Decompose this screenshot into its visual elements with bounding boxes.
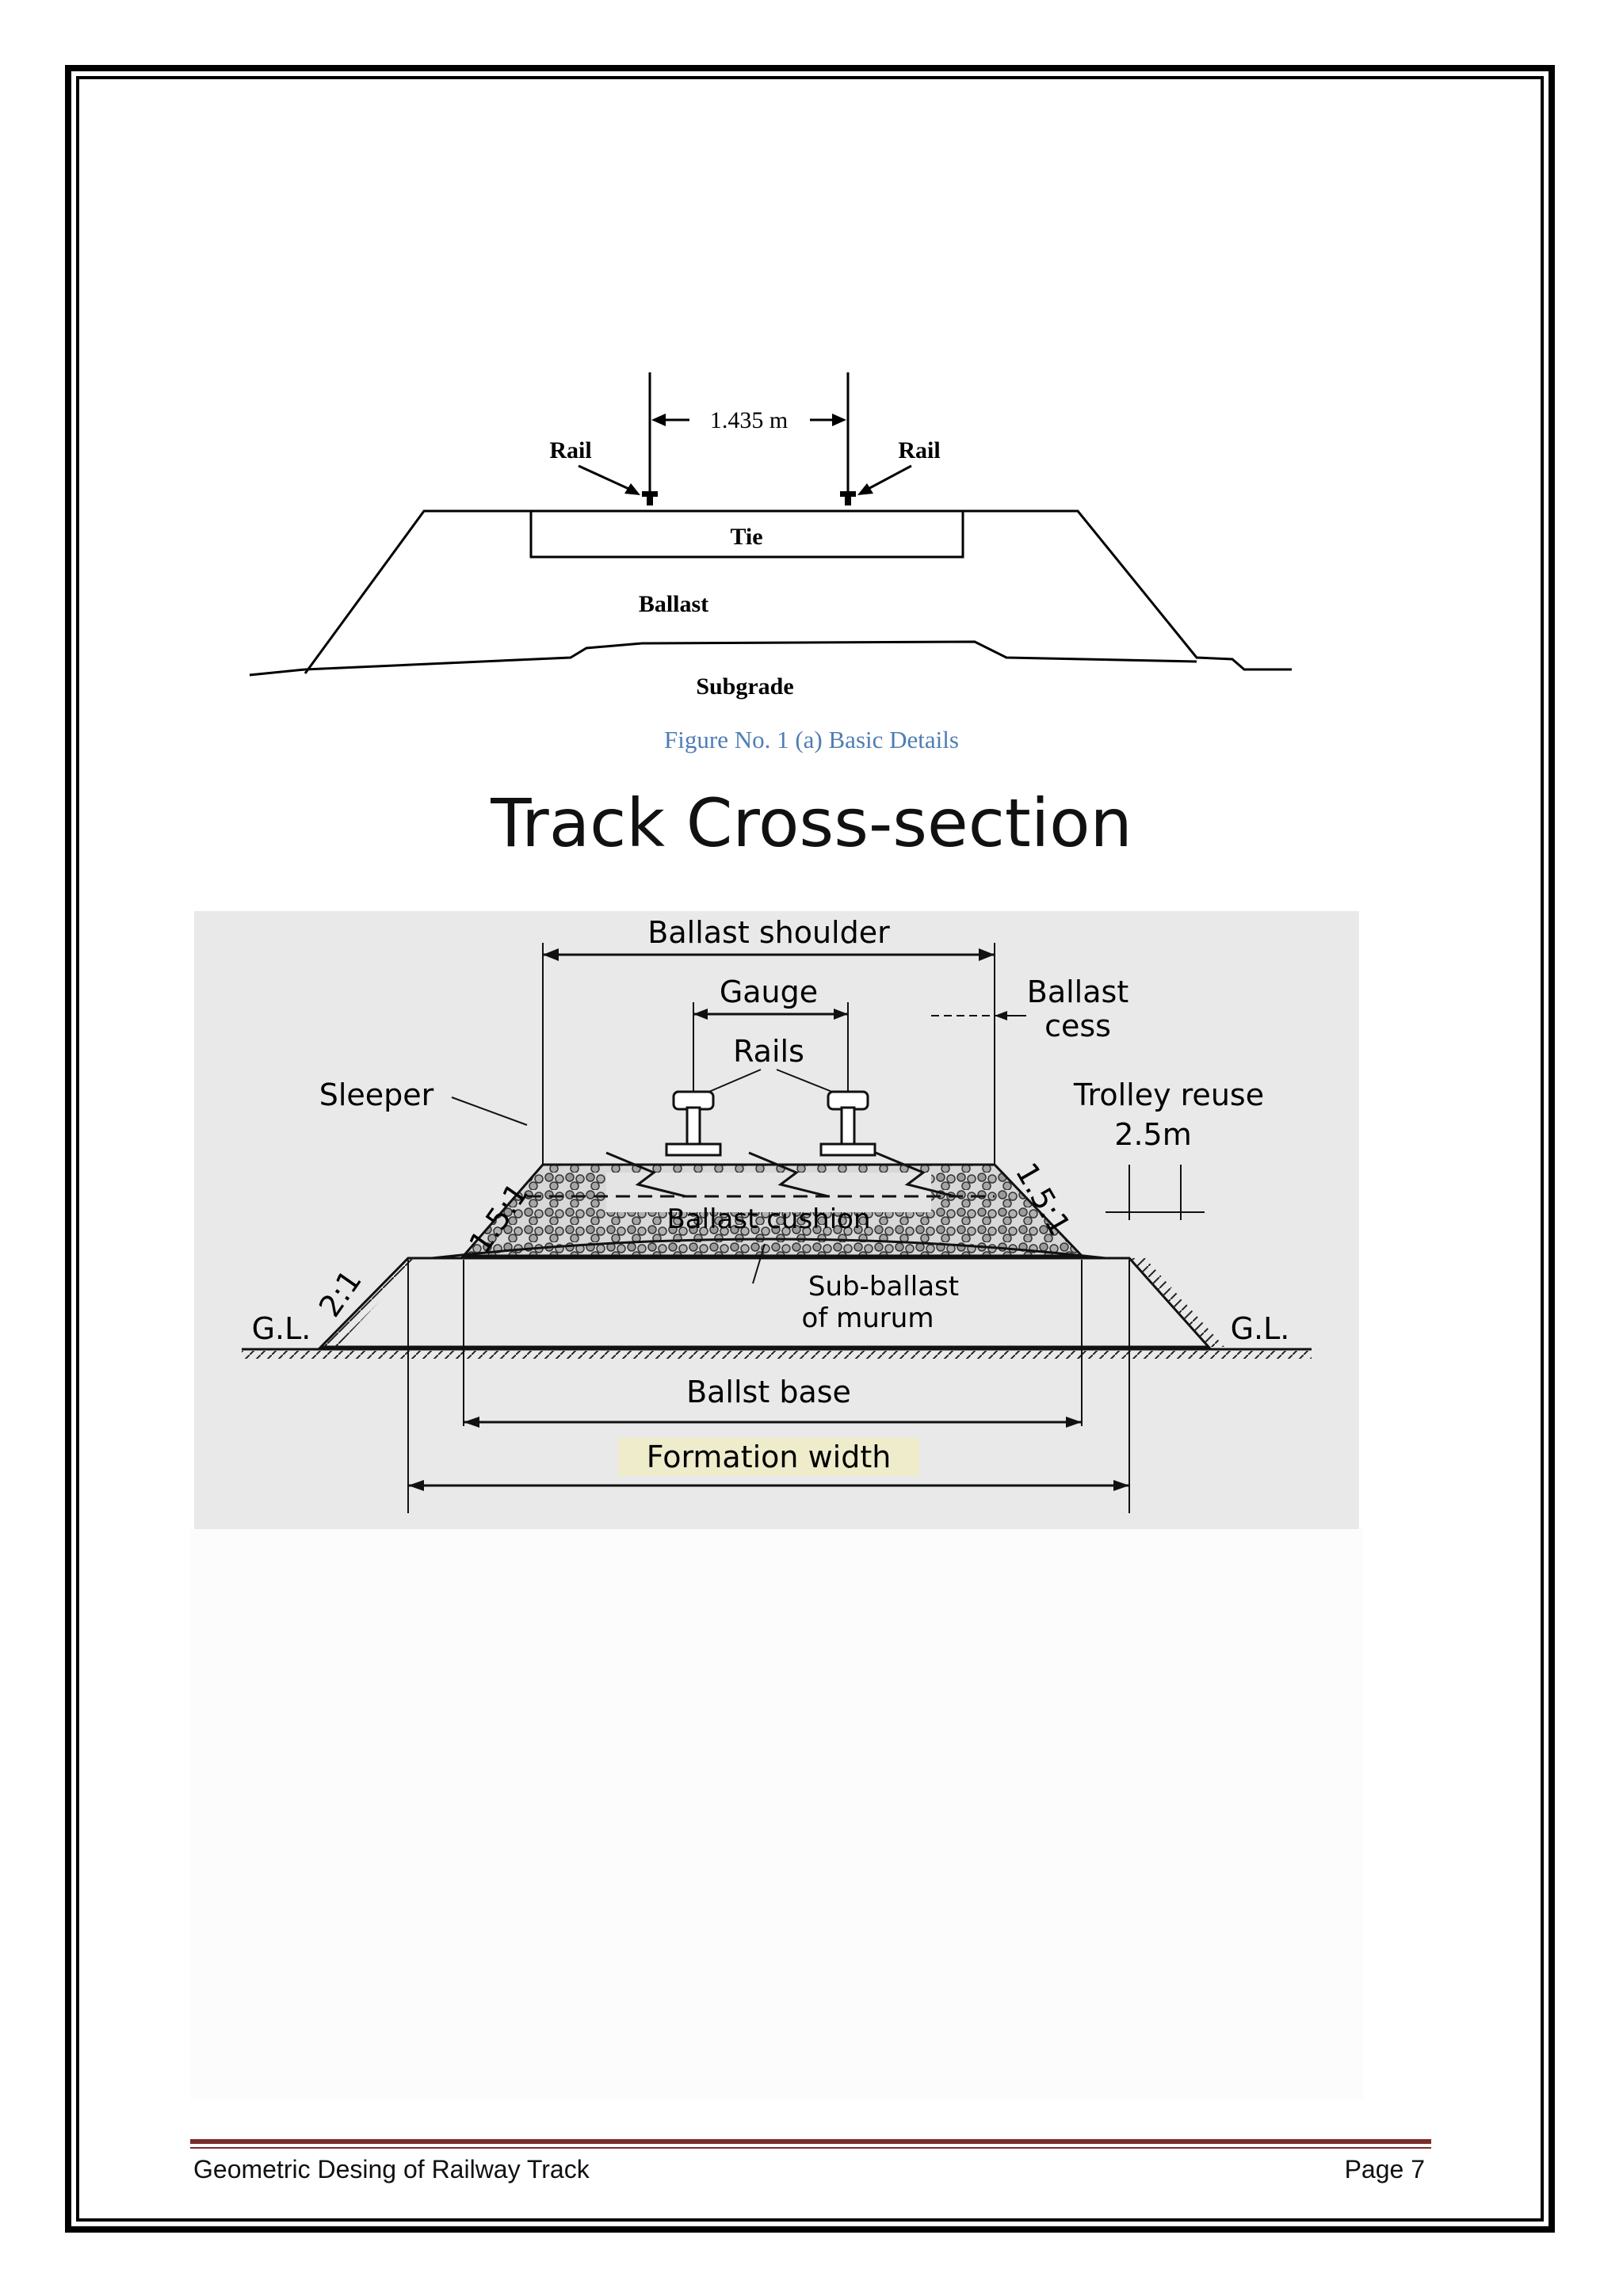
gl-left-label: G.L. bbox=[252, 1311, 311, 1346]
ballast-label: Ballast bbox=[639, 591, 708, 617]
gl-right-label: G.L. bbox=[1231, 1311, 1290, 1346]
ballast-shoulder-label: Ballast shoulder bbox=[647, 915, 890, 950]
rails-label: Rails bbox=[733, 1034, 804, 1069]
trolley-dim-label: 2.5m bbox=[1114, 1117, 1191, 1152]
sub-ballast-label-2: of murum bbox=[802, 1302, 934, 1334]
subgrade-label: Subgrade bbox=[696, 673, 793, 700]
embankment bbox=[318, 1257, 1212, 1348]
tie bbox=[529, 509, 964, 559]
ballast-base-label: Ballst base bbox=[686, 1375, 851, 1409]
rail-label-right: Rail bbox=[898, 437, 940, 463]
footer-rule-thin bbox=[190, 2147, 1431, 2149]
trolley-reuse-label: Trolley reuse bbox=[1073, 1077, 1264, 1112]
ballast-cushion-label: Ballast cushion bbox=[666, 1203, 870, 1235]
rail-profile-left bbox=[665, 1090, 722, 1157]
sub-ballast-label-1: Sub-ballast bbox=[808, 1271, 959, 1302]
page-border-outer bbox=[65, 65, 1555, 2233]
rail-right bbox=[840, 491, 856, 497]
sub-ballast-layer bbox=[431, 1238, 1106, 1260]
ballast-cess-label-2: cess bbox=[1044, 1009, 1111, 1043]
ballast-cess-label-1: Ballast bbox=[1027, 974, 1128, 1009]
section-heading: Track Cross-section bbox=[491, 784, 1132, 862]
ballast-outline bbox=[304, 509, 1292, 674]
figure-track-cross-section: Ballast shoulder Gauge Rails Ballast ces… bbox=[194, 911, 1359, 1529]
formation-width-label: Formation width bbox=[647, 1440, 892, 1474]
gauge-label-2: Gauge bbox=[720, 974, 818, 1009]
sleeper-label: Sleeper bbox=[319, 1077, 434, 1112]
page-blank-area bbox=[190, 1529, 1363, 2100]
footer-title: Geometric Desing of Railway Track bbox=[193, 2155, 590, 2183]
figure-1a-caption: Figure No. 1 (a) Basic Details bbox=[664, 726, 959, 753]
figure-basic-details: 1.435 m Rail Rail Tie Ballast Subgrade bbox=[249, 372, 1292, 700]
gauge-label: 1.435 m bbox=[710, 407, 788, 433]
footer-page-number: Page 7 bbox=[1344, 2155, 1425, 2183]
subgrade-line bbox=[249, 640, 1197, 677]
tie-label: Tie bbox=[730, 524, 762, 550]
rail-left bbox=[642, 491, 658, 497]
rail-profile-right bbox=[819, 1090, 876, 1157]
page-border-inner bbox=[76, 76, 1544, 2222]
rail-label-left: Rail bbox=[549, 437, 591, 463]
footer-rule bbox=[190, 2139, 1431, 2144]
